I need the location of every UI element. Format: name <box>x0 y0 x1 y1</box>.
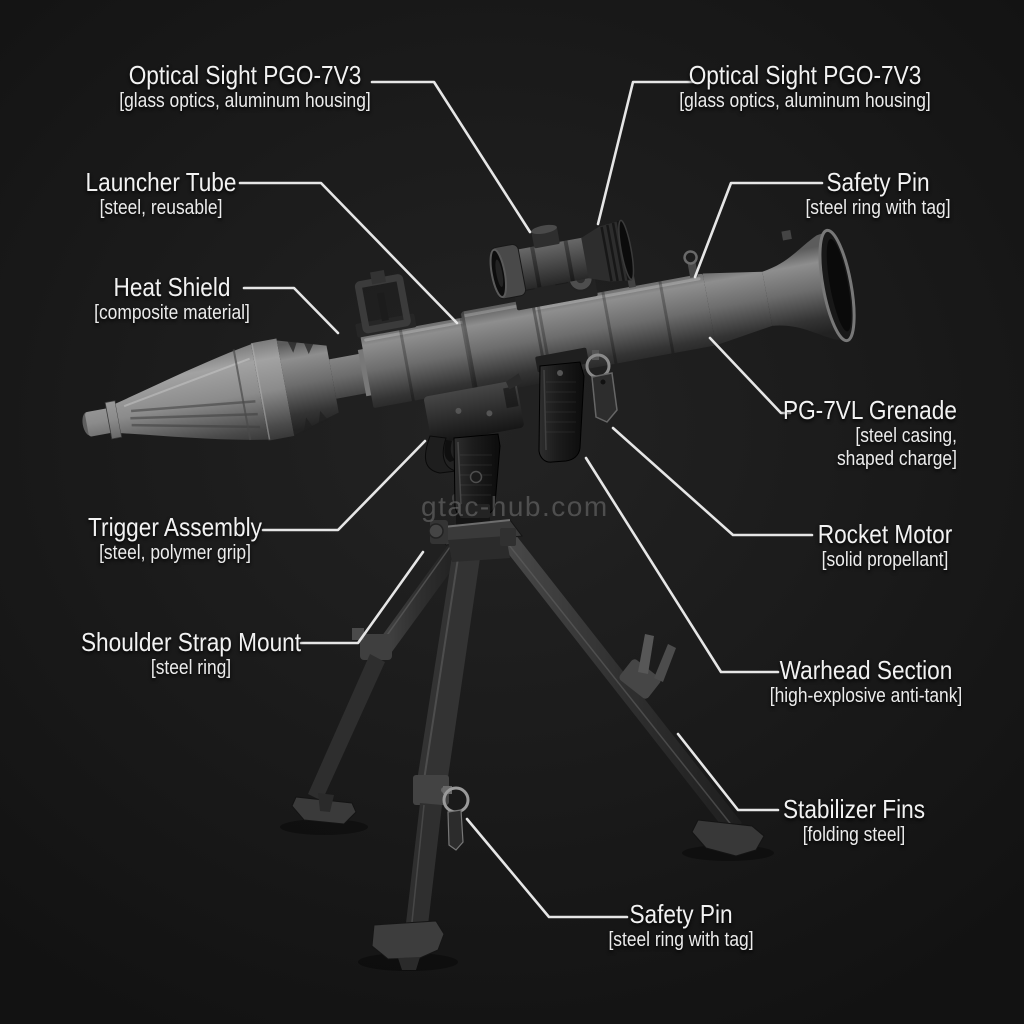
label-title: Warhead Section <box>779 655 953 685</box>
leader-rocket-motor <box>611 426 814 537</box>
label-subtitle: [glass optics, aluminum housing] <box>119 90 371 112</box>
label-title: Heat Shield <box>113 272 231 302</box>
label-safety-pin-top: Safety Pin [steel ring with tag] <box>795 167 962 220</box>
leader-heat-shield <box>242 286 340 335</box>
label-subtitle: [steel, polymer grip] <box>99 542 251 564</box>
label-launcher-tube: Launcher Tube [steel, reusable] <box>74 167 247 220</box>
label-subtitle: shaped charge] <box>837 448 957 470</box>
label-subtitle: [steel ring with tag] <box>608 929 754 951</box>
launcher-tube <box>360 250 773 408</box>
tube-safety-pin <box>683 250 699 278</box>
label-warhead-section: Warhead Section [high-explosive anti-tan… <box>755 655 976 708</box>
watermark: gtac-hub.com <box>421 491 609 522</box>
label-shoulder-strap-mount: Shoulder Strap Mount [steel ring] <box>65 627 318 680</box>
label-title: Shoulder Strap Mount <box>80 627 302 657</box>
leg-safety-pin <box>442 786 470 851</box>
label-subtitle: [steel ring] <box>150 657 232 679</box>
label-pg-7vl-grenade: PG-7VL Grenade [steel casing, shaped cha… <box>757 395 957 471</box>
leader-lines <box>238 80 824 919</box>
label-subtitle: [steel ring with tag] <box>805 197 951 219</box>
rear-grip <box>535 347 589 463</box>
leader-safety-pin-top <box>693 181 824 279</box>
label-safety-pin-bottom: Safety Pin [steel ring with tag] <box>598 899 765 952</box>
optical-scope <box>489 219 635 311</box>
label-subtitle: [glass optics, aluminum housing] <box>679 90 931 112</box>
label-subtitle: [steel, reusable] <box>99 197 223 219</box>
label-trigger-assembly: Trigger Assembly [steel, polymer grip] <box>75 512 275 565</box>
leader-launcher-tube <box>238 181 459 325</box>
label-title: Rocket Motor <box>817 519 953 549</box>
tripod-foot-right <box>691 819 765 857</box>
label-stabilizer-fins: Stabilizer Fins [folding steel] <box>772 794 935 847</box>
leader-optical-sight-right <box>596 80 694 226</box>
label-title: Safety Pin <box>826 167 930 197</box>
trigger-housing <box>424 373 524 444</box>
leader-warhead-section <box>584 456 780 674</box>
label-subtitle: [steel casing, <box>855 425 957 447</box>
tripod <box>291 494 765 970</box>
launcher <box>82 219 856 444</box>
label-subtitle: [solid propellant] <box>821 549 949 571</box>
warhead-cone <box>82 338 295 441</box>
label-subtitle: [composite material] <box>94 302 250 324</box>
label-title: Launcher Tube <box>85 167 237 197</box>
label-rocket-motor: Rocket Motor [solid propellant] <box>808 519 963 572</box>
label-title: Optical Sight PGO-7V3 <box>688 60 922 90</box>
leg-lock-lever <box>654 644 676 682</box>
leader-safety-pin-bottom <box>465 817 629 919</box>
trigger <box>444 440 455 462</box>
label-title: Stabilizer Fins <box>782 794 926 824</box>
leg-lock-lever <box>638 634 654 674</box>
leader-shoulder-strap <box>299 550 425 645</box>
leader-optical-sight-left <box>370 80 532 234</box>
tripod-leg-left <box>291 545 464 825</box>
label-heat-shield: Heat Shield [composite material] <box>83 272 262 325</box>
tripod-foot-center <box>371 920 445 960</box>
safety-pin-tag <box>585 350 618 423</box>
label-optical-sight-left: Optical Sight PGO-7V3 [glass optics, alu… <box>100 60 389 113</box>
leader-pg-7vl-grenade <box>708 336 792 415</box>
leader-trigger-assembly <box>261 439 427 532</box>
label-subtitle: [folding steel] <box>802 824 906 846</box>
label-title: Optical Sight PGO-7V3 <box>128 60 362 90</box>
trigger-assembly <box>424 433 501 518</box>
label-optical-sight-right: Optical Sight PGO-7V3 [glass optics, alu… <box>660 60 949 113</box>
label-subtitle: [high-explosive anti-tank] <box>769 685 963 707</box>
tripod-leg-right <box>500 534 765 857</box>
label-title: Trigger Assembly <box>88 512 262 542</box>
leader-stabilizer-fins <box>676 732 780 812</box>
muzzle-bell <box>762 228 856 343</box>
tripod-leg-center <box>371 556 480 970</box>
front-sight <box>354 270 417 338</box>
label-title: Safety Pin <box>629 899 733 929</box>
label-title: PG-7VL Grenade <box>783 395 957 425</box>
